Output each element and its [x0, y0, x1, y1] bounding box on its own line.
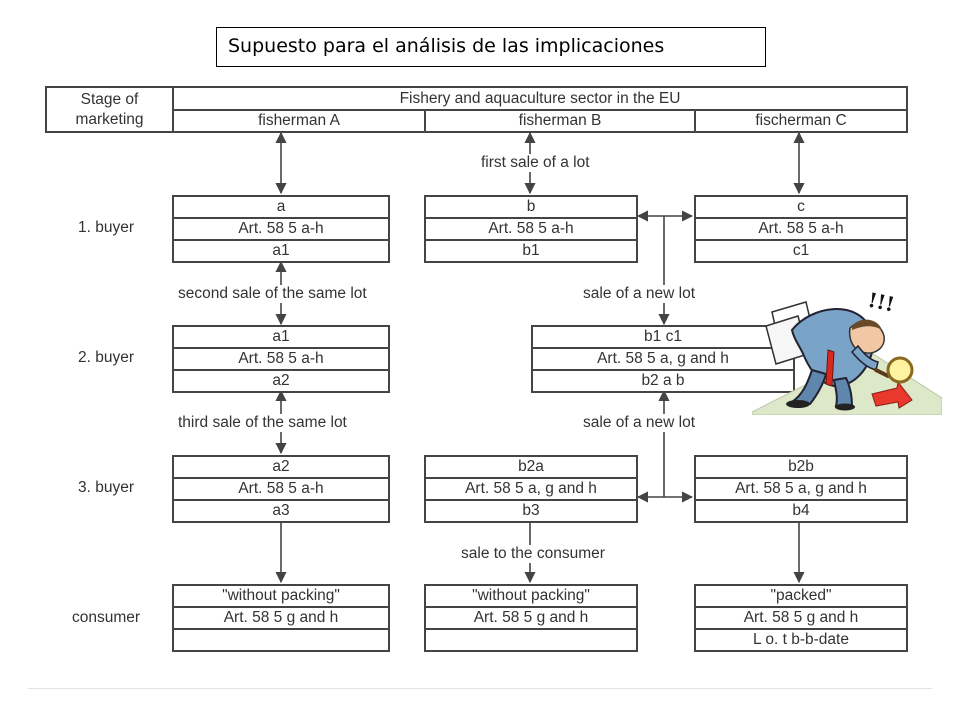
clipart-magnifier-handle: [874, 368, 890, 378]
buyer3-b-lot: b3: [424, 499, 638, 523]
consumer-c-extra: L o. t b-b-date: [694, 628, 908, 652]
buyer1-a-name: a: [172, 195, 390, 219]
buyer1-a-lot: a1: [172, 239, 390, 263]
consumer-c-packing: "packed": [694, 584, 908, 608]
magnifier-clipart: !!!: [752, 290, 942, 415]
buyer1-b-lot: b1: [424, 239, 638, 263]
label-first-sale: first sale of a lot: [478, 154, 593, 172]
clipart-tie: [825, 349, 835, 387]
fisherman-a-cell: fisherman A: [172, 109, 426, 133]
consumer-c-article: Art. 58 5 g and h: [694, 606, 908, 630]
clipart-exclamation: !!!: [866, 290, 897, 317]
row-label-consumer: consumer: [72, 609, 141, 626]
row-label-buyer3: 3. buyer: [78, 479, 135, 496]
label-new-lot-1: sale of a new lot: [580, 285, 699, 303]
label-third-sale: third sale of the same lot: [175, 414, 350, 432]
fisherman-c-cell: fischerman C: [694, 109, 908, 133]
sector-header-cell: Fishery and aquaculture sector in the EU: [172, 86, 908, 111]
clipart-shoe-left: [786, 400, 810, 408]
magnifying-glass-icon: [886, 356, 914, 384]
buyer2-a-article: Art. 58 5 a-h: [172, 347, 390, 371]
row-label-buyer2: 2. buyer: [78, 349, 135, 366]
consumer-a-packing: "without packing": [172, 584, 390, 608]
buyer3-c-article: Art. 58 5 a, g and h: [694, 477, 908, 501]
buyer3-b-name: b2a: [424, 455, 638, 479]
buyer3-c-lot: b4: [694, 499, 908, 523]
label-to-consumer: sale to the consumer: [458, 545, 608, 563]
buyer3-a-lot: a3: [172, 499, 390, 523]
consumer-a-extra: [172, 628, 390, 652]
fisherman-b-cell: fisherman B: [424, 109, 696, 133]
buyer3-a-name: a2: [172, 455, 390, 479]
buyer2-bc-lot: b2 a b: [531, 369, 795, 393]
footer-divider: [28, 688, 932, 689]
clipart-hair: [852, 319, 882, 330]
clipart-shoe-right: [835, 403, 855, 411]
buyer1-c-name: c: [694, 195, 908, 219]
buyer1-b-name: b: [424, 195, 638, 219]
row-label-buyer1: 1. buyer: [78, 219, 135, 236]
clipart-red-arrow-icon: [871, 380, 913, 409]
buyer3-a-article: Art. 58 5 a-h: [172, 477, 390, 501]
slide-title: Supuesto para el análisis de las implica…: [216, 27, 766, 67]
label-second-sale: second sale of the same lot: [175, 285, 370, 303]
buyer2-a-name: a1: [172, 325, 390, 349]
clipart-arm: [850, 344, 879, 371]
buyer1-c-article: Art. 58 5 a-h: [694, 217, 908, 241]
buyer1-c-lot: c1: [694, 239, 908, 263]
consumer-b-packing: "without packing": [424, 584, 638, 608]
stage-of-marketing-cell: Stage of marketing: [45, 86, 174, 133]
buyer1-b-article: Art. 58 5 a-h: [424, 217, 638, 241]
label-new-lot-2: sale of a new lot: [580, 414, 699, 432]
consumer-b-extra: [424, 628, 638, 652]
buyer1-a-article: Art. 58 5 a-h: [172, 217, 390, 241]
consumer-a-article: Art. 58 5 g and h: [172, 606, 390, 630]
buyer3-b-article: Art. 58 5 a, g and h: [424, 477, 638, 501]
buyer2-a-lot: a2: [172, 369, 390, 393]
consumer-b-article: Art. 58 5 g and h: [424, 606, 638, 630]
buyer3-c-name: b2b: [694, 455, 908, 479]
